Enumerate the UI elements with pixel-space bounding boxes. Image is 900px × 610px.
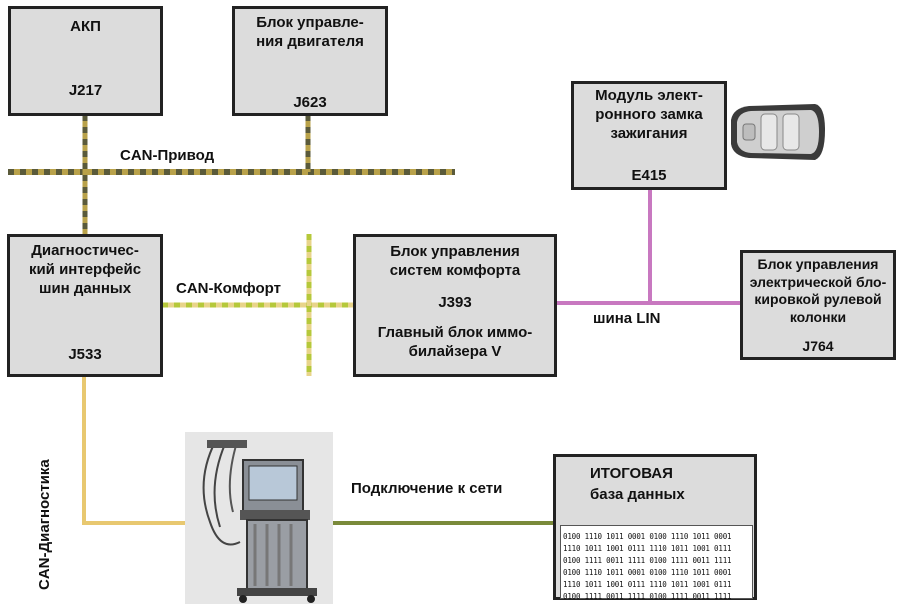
db-row: 1110 1011 1001 0111 1110 1011 1001 0111 <box>563 539 732 558</box>
steering-code: J764 <box>802 338 834 354</box>
db-cell: 0100 1110 1011 0001 <box>649 532 732 541</box>
gateway-title: Диагностичес- кий интерфейс шин данных <box>28 242 142 297</box>
db-cell: 0100 1110 1011 0001 <box>563 532 645 541</box>
gateway-code: J533 <box>68 346 102 363</box>
db-cell: 1110 1011 1001 0111 <box>649 544 732 553</box>
lin-bus-label: шина LIN <box>593 310 661 327</box>
db-row: 1110 1011 1001 0111 1110 1011 1001 0111 <box>563 575 732 594</box>
db-cell: 0100 1111 0011 1111 <box>649 556 732 565</box>
can-comfort-label: CAN-Комфорт <box>176 280 281 297</box>
ignition-title: Модуль элект- ронного замка зажигания <box>595 87 703 142</box>
db-row: 0100 1110 1011 0001 0100 1110 1011 0001 <box>563 563 732 582</box>
network-connection-label: Подключение к сети <box>351 480 503 497</box>
db-cell: 0100 1111 0011 1111 <box>649 592 732 601</box>
db-cell: 1110 1011 1001 0111 <box>563 580 645 589</box>
comfort-block: Блок управления систем комфорта J393 Гла… <box>353 234 557 377</box>
db-cell: 0100 1110 1011 0001 <box>649 568 732 577</box>
akp-title: АКП <box>70 18 101 35</box>
db-cell: 1110 1011 1001 0111 <box>563 544 645 553</box>
db-cell: 0100 1111 0011 1111 <box>563 592 645 601</box>
db-cell: 0100 1110 1011 0001 <box>563 568 645 577</box>
engine-title: Блок управле- ния двигателя <box>256 14 364 50</box>
comfort-title: Блок управления систем комфорта <box>389 243 521 279</box>
key-fob-image <box>727 100 827 165</box>
diagnostic-tester-image <box>185 432 333 604</box>
can-diag-label: CAN-Диагностика <box>36 459 53 590</box>
comfort-code: J393 <box>438 294 472 311</box>
steering-title: Блок управления электрической бло- киров… <box>749 256 887 325</box>
can-drive-label: CAN-Привод <box>120 147 215 164</box>
comfort-subtitle: Главный блок иммо- билайзера V <box>377 324 533 360</box>
akp-code: J217 <box>68 82 103 99</box>
database-block: ИТОГОВАЯ база данных 0100 1110 1011 0001… <box>553 454 757 601</box>
ignition-block: Модуль элект- ронного замка зажигания E4… <box>571 81 727 190</box>
engine-block: Блок управле- ния двигателя J623 <box>232 6 388 116</box>
gateway-block: Диагностичес- кий интерфейс шин данных J… <box>7 234 163 377</box>
database-binary-grid: 0100 1110 1011 0001 0100 1110 1011 0001 … <box>560 525 753 601</box>
steering-block: Блок управления электрической бло- киров… <box>740 250 896 360</box>
db-row: 0100 1111 0011 1111 0100 1111 0011 1111 <box>563 587 732 606</box>
db-row: 0100 1110 1011 0001 0100 1110 1011 0001 <box>563 527 732 546</box>
akp-block: АКП J217 <box>8 6 163 116</box>
db-cell: 0100 1111 0011 1111 <box>563 556 645 565</box>
engine-code: J623 <box>293 94 327 111</box>
db-cell: 1110 1011 1001 0111 <box>649 580 732 589</box>
db-row: 0100 1111 0011 1111 0100 1111 0011 1111 <box>563 551 732 570</box>
database-title: ИТОГОВАЯ база данных <box>590 465 685 503</box>
ignition-code: E415 <box>631 167 667 184</box>
